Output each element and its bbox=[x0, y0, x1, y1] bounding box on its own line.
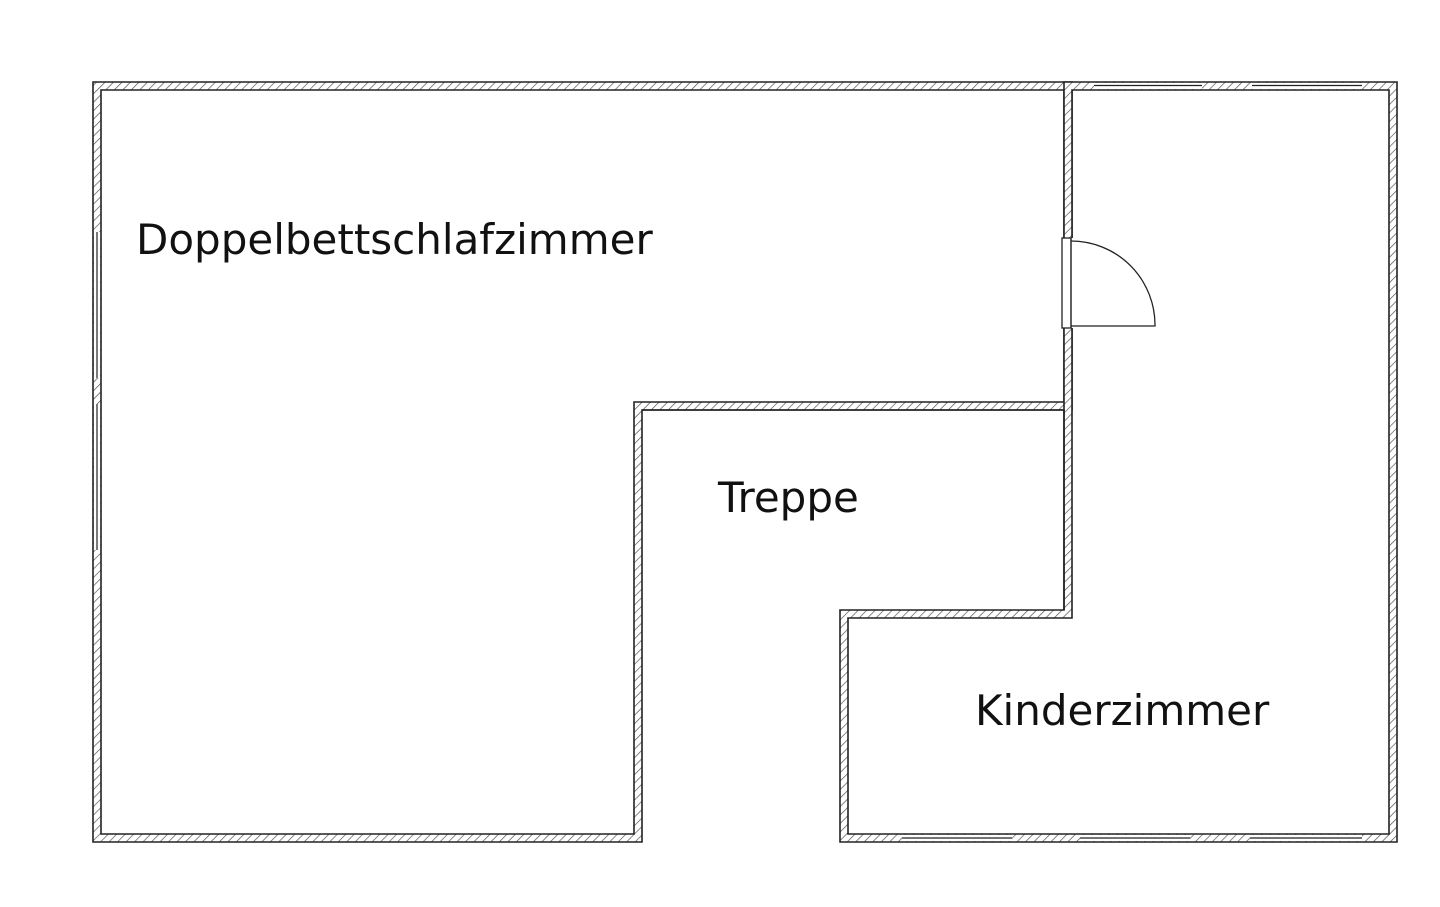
door bbox=[1061, 237, 1156, 329]
room-label-stairs: Treppe bbox=[717, 473, 859, 522]
room-label-kids-room: Kinderzimmer bbox=[975, 686, 1270, 735]
wall-master-bedroom bbox=[93, 82, 1072, 842]
wall-stairs-inner bbox=[642, 409, 1065, 610]
wall-master-bedroom-inner bbox=[100, 89, 1065, 835]
wall-master-bedroom-outer bbox=[92, 81, 1073, 843]
windows bbox=[94, 83, 1362, 841]
wall-kids-room-inner bbox=[847, 89, 1390, 835]
door-leaf bbox=[1061, 237, 1072, 329]
walls bbox=[92, 81, 1398, 843]
door-swing-arc bbox=[1070, 240, 1156, 327]
room-label-master-bedroom: Doppelbettschlafzimmer bbox=[136, 215, 653, 264]
